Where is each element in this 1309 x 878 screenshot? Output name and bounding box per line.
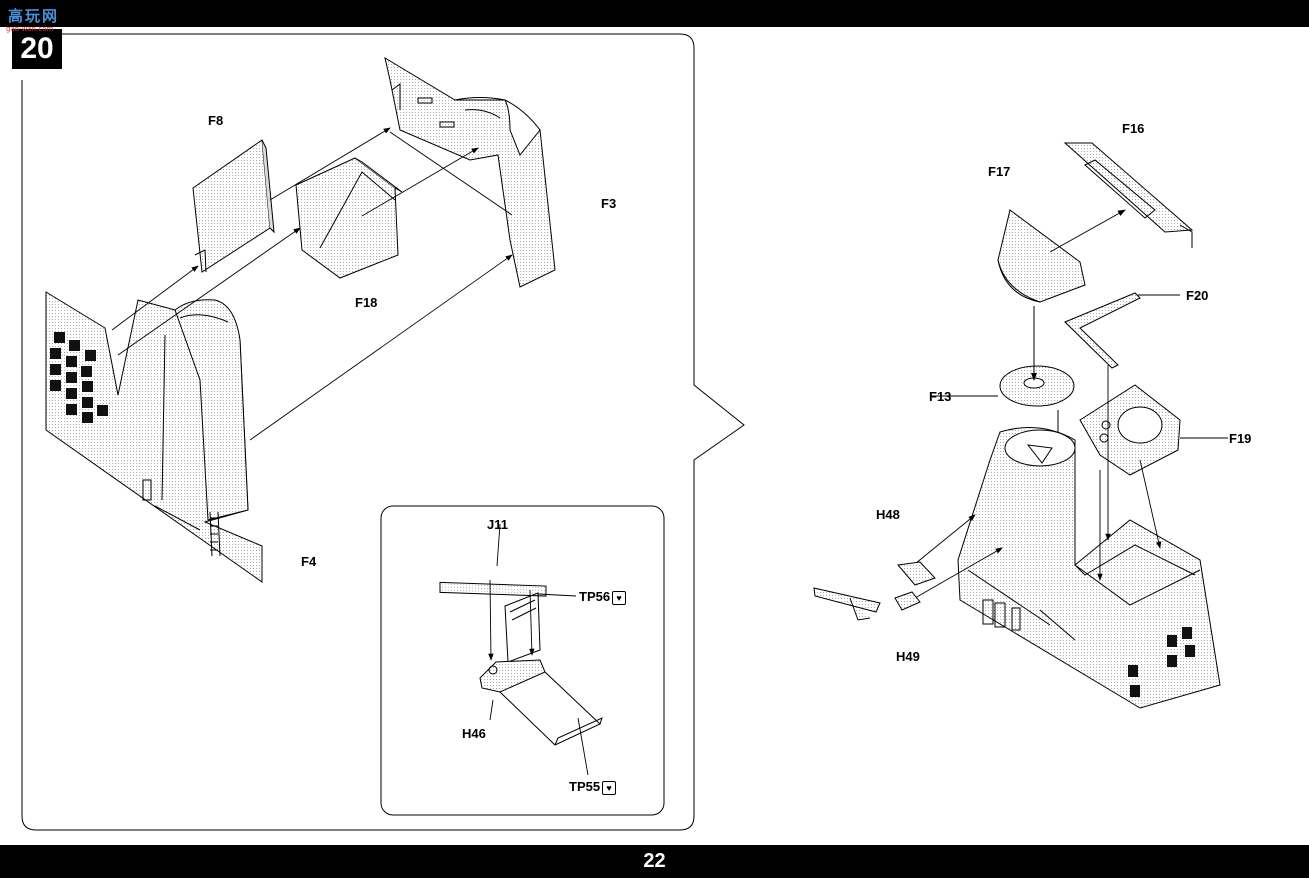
page-number: 22 [643, 850, 666, 872]
part-H48 [897, 561, 936, 586]
broken-heart-icon: ♥ [602, 780, 617, 795]
main-panel-outline [21, 33, 745, 831]
label-F3: F3 [601, 196, 617, 211]
part-H46-block [479, 659, 546, 693]
label-F13: F13 [929, 389, 952, 404]
part-F18-frame [295, 157, 399, 279]
label-J11: J11 [487, 517, 508, 532]
right-arrows [904, 365, 1162, 599]
label-F18: F18 [355, 295, 378, 310]
label-F17: F17 [988, 164, 1011, 179]
label-F16: F16 [1122, 121, 1145, 136]
label-F20: F20 [1186, 288, 1209, 303]
label-F8: F8 [208, 113, 224, 128]
assembly-arrows [111, 127, 513, 441]
top-black-bar [0, 0, 1309, 27]
label-F4: F4 [301, 554, 317, 569]
label-H46: H46 [462, 726, 486, 741]
label-TP55-text: TP55 [569, 779, 601, 794]
label-F19: F19 [1229, 431, 1252, 446]
part-H49 [894, 591, 921, 611]
logo-text: 高玩网 [8, 7, 60, 25]
inset-panel-outline [380, 505, 665, 816]
part-F17-cone [997, 209, 1086, 303]
part-TP56-frame [504, 592, 541, 663]
part-F3-wall [384, 56, 556, 288]
label-TP56: TP56♥ [579, 589, 627, 605]
label-TP56-text: TP56 [579, 589, 611, 604]
hull-windows [1128, 627, 1195, 697]
part-J11-bar [439, 581, 547, 597]
site-logo: 高玩网 gao-wan.com [2, 3, 72, 39]
label-H49: H49 [896, 649, 920, 664]
part-F20-bracket [1064, 292, 1141, 369]
ladder-detail [209, 511, 221, 557]
part-TP55-frame [499, 671, 601, 746]
windows-grid [50, 332, 108, 423]
logo-url: gao-wan.com [6, 25, 54, 33]
label-H48: H48 [876, 507, 900, 522]
lower-hull-body [957, 427, 1221, 709]
part-F8-panel [192, 139, 271, 273]
bottom-black-bar [0, 845, 1309, 878]
part-F4-tower [174, 299, 249, 521]
step-number-badge: 20 [12, 29, 62, 69]
label-TP55: TP55♥ [569, 779, 617, 795]
broken-heart-icon: ♥ [612, 590, 627, 605]
gun-part [813, 587, 881, 621]
